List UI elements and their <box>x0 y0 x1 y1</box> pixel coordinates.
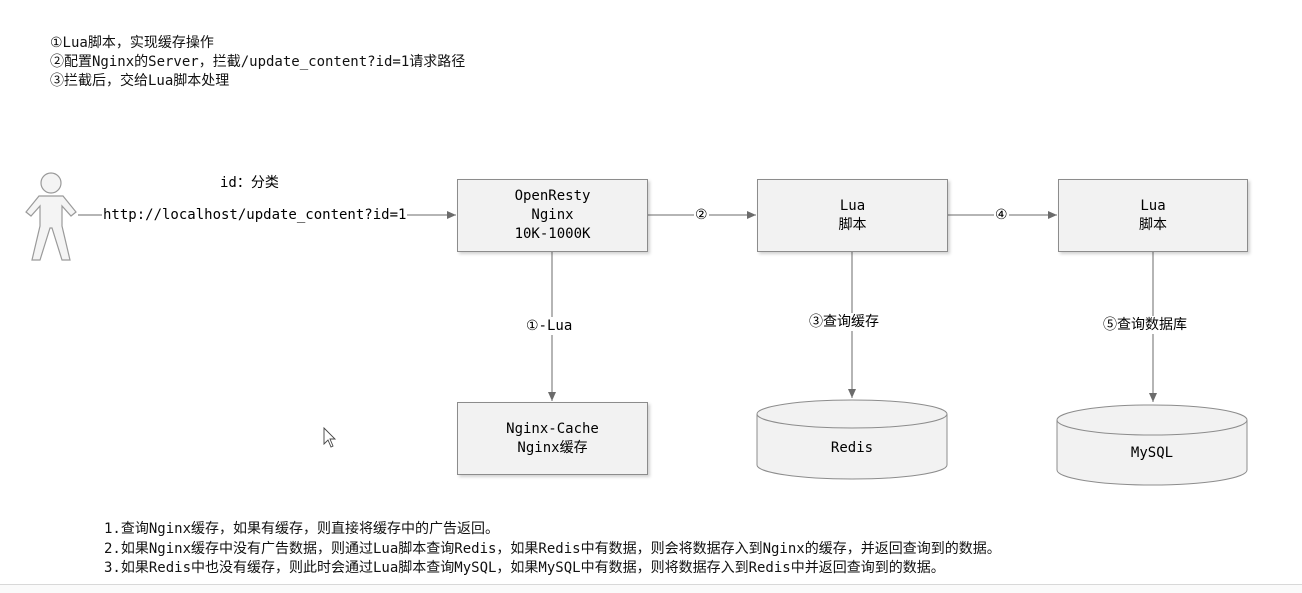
box-line: Nginx <box>531 207 574 223</box>
bottom-note-3: 3.如果Redis中也没有缓存，则此时会通过Lua脚本查询MySQL，如果MyS… <box>104 560 945 576</box>
edge-label-step-5-query-db: ⑤查询数据库 <box>1102 316 1188 334</box>
bottom-note-2: 2.如果Nginx缓存中没有广告数据，则通过Lua脚本查询Redis，如果Red… <box>104 541 1001 557</box>
edge-label-step-3-query-cache: ③查询缓存 <box>808 313 880 331</box>
lua-script-box-2: Lua 脚本 <box>1058 179 1248 252</box>
box-line: 脚本 <box>1139 216 1167 233</box>
user-icon <box>25 172 77 261</box>
box-line: Nginx-Cache <box>506 420 599 437</box>
redis-cylinder <box>756 399 948 480</box>
edge-label-step-1-lua: ①-Lua <box>525 317 574 335</box>
box-line: 10K-1000K <box>514 226 591 242</box>
edge-label-step-2: ② <box>694 206 709 224</box>
top-note-2: ②配置Nginx的Server，拦截/update_content?id=1请求… <box>50 54 466 70</box>
box-line: Nginx缓存 <box>517 439 588 456</box>
openresty-nginx-box: OpenResty Nginx 10K-1000K <box>457 179 648 252</box>
mouse-cursor-icon <box>323 426 337 448</box>
mysql-label: MySQL <box>1130 445 1174 461</box>
lua-script-box-1: Lua 脚本 <box>757 179 948 252</box>
mysql-cylinder <box>1056 404 1248 486</box>
top-note-1: ①Lua脚本，实现缓存操作 <box>50 35 214 51</box>
box-line: 脚本 <box>838 216 867 233</box>
edge-label-step-4: ④ <box>994 206 1009 224</box>
nginx-cache-box: Nginx-Cache Nginx缓存 <box>457 402 648 475</box>
box-line: OpenResty <box>514 188 591 204</box>
request-param-label: id：分类 <box>220 175 279 191</box>
request-url-label: http://localhost/update_content?id=1 <box>102 206 408 224</box>
box-line: Lua <box>1140 197 1166 214</box>
box-line: Lua <box>839 197 866 214</box>
top-note-3: ③拦截后，交给Lua脚本处理 <box>50 73 230 89</box>
bottom-note-1: 1.查询Nginx缓存，如果有缓存，则直接将缓存中的广告返回。 <box>104 521 499 537</box>
redis-label: Redis <box>830 440 874 456</box>
bottom-scrollbar-strip <box>0 584 1302 593</box>
